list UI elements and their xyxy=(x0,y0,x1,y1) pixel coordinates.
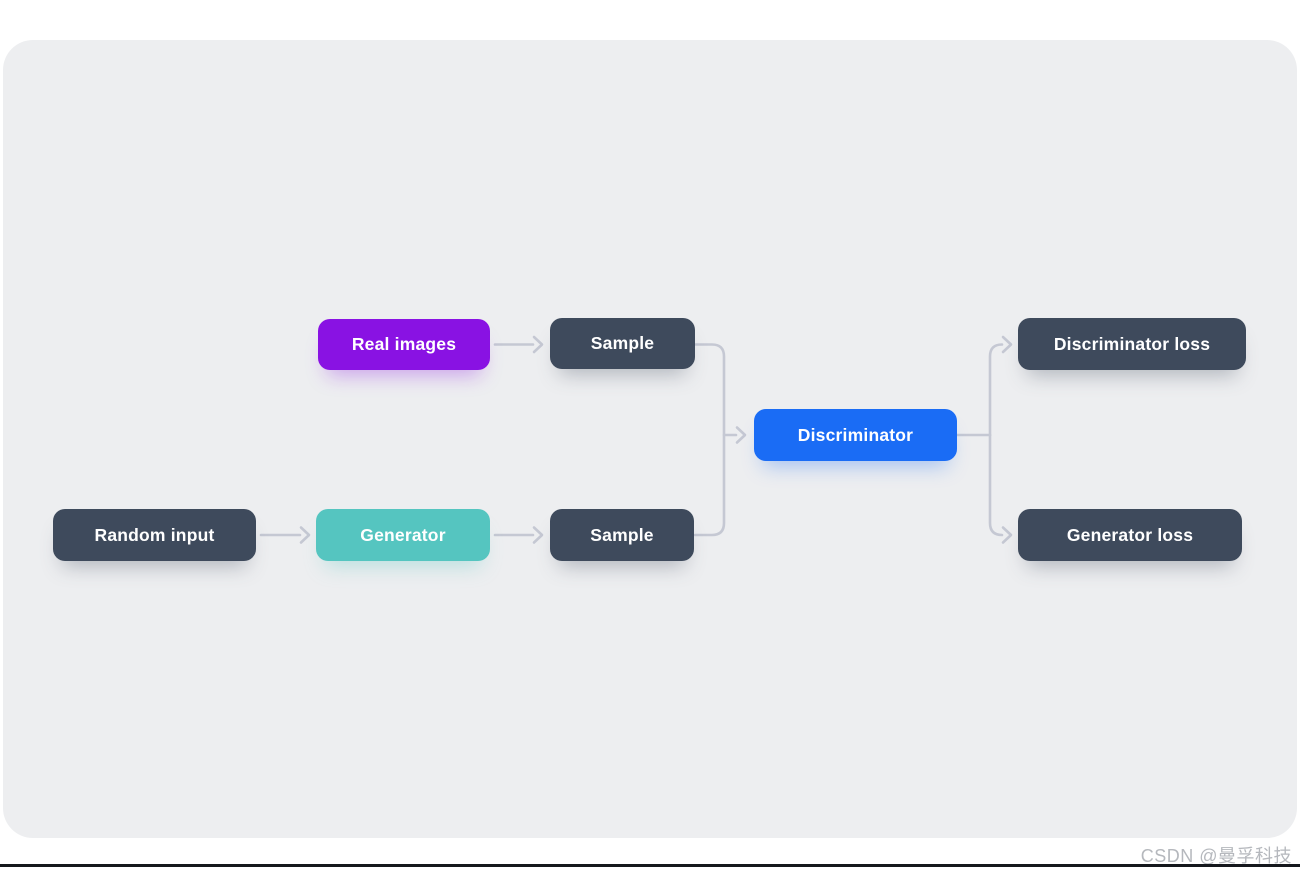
node-random-input-label: Random input xyxy=(94,524,215,545)
diagram-canvas xyxy=(3,40,1297,838)
node-real-images: Real images xyxy=(318,319,490,370)
node-generator-loss-label: Generator loss xyxy=(1066,524,1194,545)
csdn-watermark: CSDN @曼孚科技 xyxy=(1140,846,1292,866)
bottom-border-line xyxy=(0,864,1300,867)
node-generator: Generator xyxy=(316,509,490,561)
node-discriminator-label: Discriminator xyxy=(797,424,914,445)
node-discriminator-loss: Discriminator loss xyxy=(1018,318,1246,370)
node-sample-bottom-label: Sample xyxy=(590,524,654,545)
node-sample-top-label: Sample xyxy=(590,333,655,353)
node-generator-label: Generator xyxy=(360,524,446,545)
node-discriminator-loss-label: Discriminator loss xyxy=(1053,333,1211,354)
node-real-images-label: Real images xyxy=(351,334,457,354)
node-sample-bottom: Sample xyxy=(550,509,694,561)
node-generator-loss: Generator loss xyxy=(1018,509,1242,561)
node-sample-top: Sample xyxy=(550,318,695,369)
node-random-input: Random input xyxy=(53,509,256,561)
node-discriminator: Discriminator xyxy=(754,409,957,461)
